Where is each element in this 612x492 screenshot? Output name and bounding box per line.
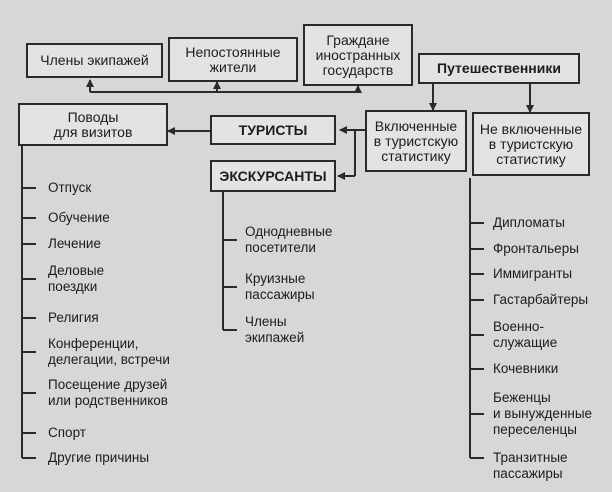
list-item-diplomats: Дипломаты bbox=[493, 215, 565, 230]
box-not-included-in-statistics: Не включенные в туристскую статистику bbox=[472, 112, 590, 176]
list-item-crew-members: Члены экипажей bbox=[245, 314, 305, 345]
list-item-religion: Религия bbox=[48, 310, 99, 325]
list-item-frontier-workers: Фронтальеры bbox=[493, 241, 579, 256]
list-item-day-visitors: Однодневные посетители bbox=[245, 224, 333, 255]
box-non-permanent-residents: Непостоянные жители bbox=[168, 37, 298, 82]
box-foreign-citizens: Граждане иностранных государств bbox=[303, 24, 413, 86]
list-item-other-reasons: Другие причины bbox=[48, 450, 150, 465]
list-item-military: Военно- служащие bbox=[493, 319, 558, 350]
box-excursionists: ЭКСКУРСАНТЫ bbox=[210, 160, 336, 192]
box-travelers: Путешественники bbox=[418, 53, 580, 84]
list-item-transit-passengers: Транзитные пассажиры bbox=[493, 450, 568, 481]
box-tourists: ТУРИСТЫ bbox=[210, 115, 336, 145]
list-item-sport: Спорт bbox=[48, 425, 86, 440]
list-item-treatment: Лечение bbox=[48, 236, 101, 251]
list-item-business-trips: Деловые поездки bbox=[48, 263, 105, 294]
list-item-immigrants: Иммигранты bbox=[493, 266, 573, 281]
box-crew-members: Члены экипажей bbox=[26, 43, 163, 78]
box-included-in-statistics: Включенные в туристскую статистику bbox=[365, 110, 467, 172]
box-visit-reasons: Поводы для визитов bbox=[18, 103, 168, 146]
list-item-conferences: Конференции, делегации, встречи bbox=[48, 336, 170, 367]
list-item-refugees: Беженцы и вынужденные переселенцы bbox=[493, 390, 593, 437]
list-item-cruise-passengers: Круизные пассажиры bbox=[245, 271, 315, 302]
list-item-visiting-friends: Посещение друзей или родственников bbox=[48, 377, 168, 408]
list-item-vacation: Отпуск bbox=[48, 180, 92, 195]
list-item-study: Обучение bbox=[48, 210, 110, 225]
list-item-guest-workers: Гастарбайтеры bbox=[493, 292, 589, 307]
list-item-nomads: Кочевники bbox=[493, 361, 559, 376]
